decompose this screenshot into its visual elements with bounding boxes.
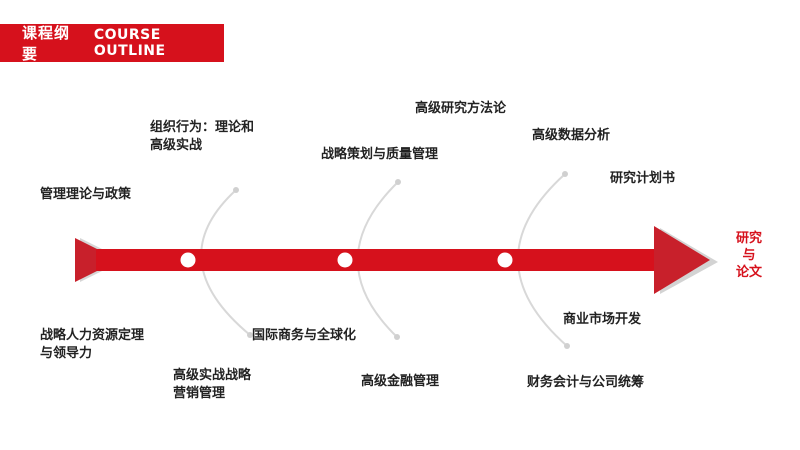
- arc-end-dot: [562, 171, 568, 177]
- course-label: 管理理论与政策: [40, 187, 132, 202]
- timeline-node: [337, 252, 353, 268]
- header-title-en: COURSE OUTLINE: [93, 27, 166, 59]
- course-label: 组织行为：理论和 高级实战: [150, 120, 255, 153]
- course-label: 战略人力资源定理 与领导力: [40, 328, 145, 361]
- arrow-head: [654, 226, 710, 294]
- course-label: 研究计划书: [610, 171, 676, 186]
- course-label: 国际商务与全球化: [252, 328, 357, 343]
- course-label: 高级实战战略 营销管理: [173, 368, 252, 401]
- course-label: 财务会计与公司统筹: [527, 375, 645, 390]
- course-label: 高级研究方法论: [415, 101, 507, 116]
- header-banner: 课程纲要 COURSE OUTLINE: [0, 24, 224, 63]
- arc-end-dot: [564, 343, 570, 349]
- arrow-shaft: [96, 249, 659, 271]
- arc-end-dot: [247, 332, 253, 338]
- timeline-node: [497, 252, 513, 268]
- endpoint-label: 研究 与 论文: [735, 231, 762, 280]
- course-label: 商业市场开发: [563, 312, 642, 327]
- course-label: 战略策划与质量管理: [321, 147, 439, 162]
- timeline-node: [180, 252, 196, 268]
- header-title-cn: 课程纲要: [22, 24, 71, 63]
- arc-end-dot: [233, 187, 239, 193]
- arc-end-dot: [395, 179, 401, 185]
- arc-end-dot: [394, 334, 400, 340]
- course-label: 高级金融管理: [361, 374, 440, 389]
- course-label: 高级数据分析: [532, 128, 611, 143]
